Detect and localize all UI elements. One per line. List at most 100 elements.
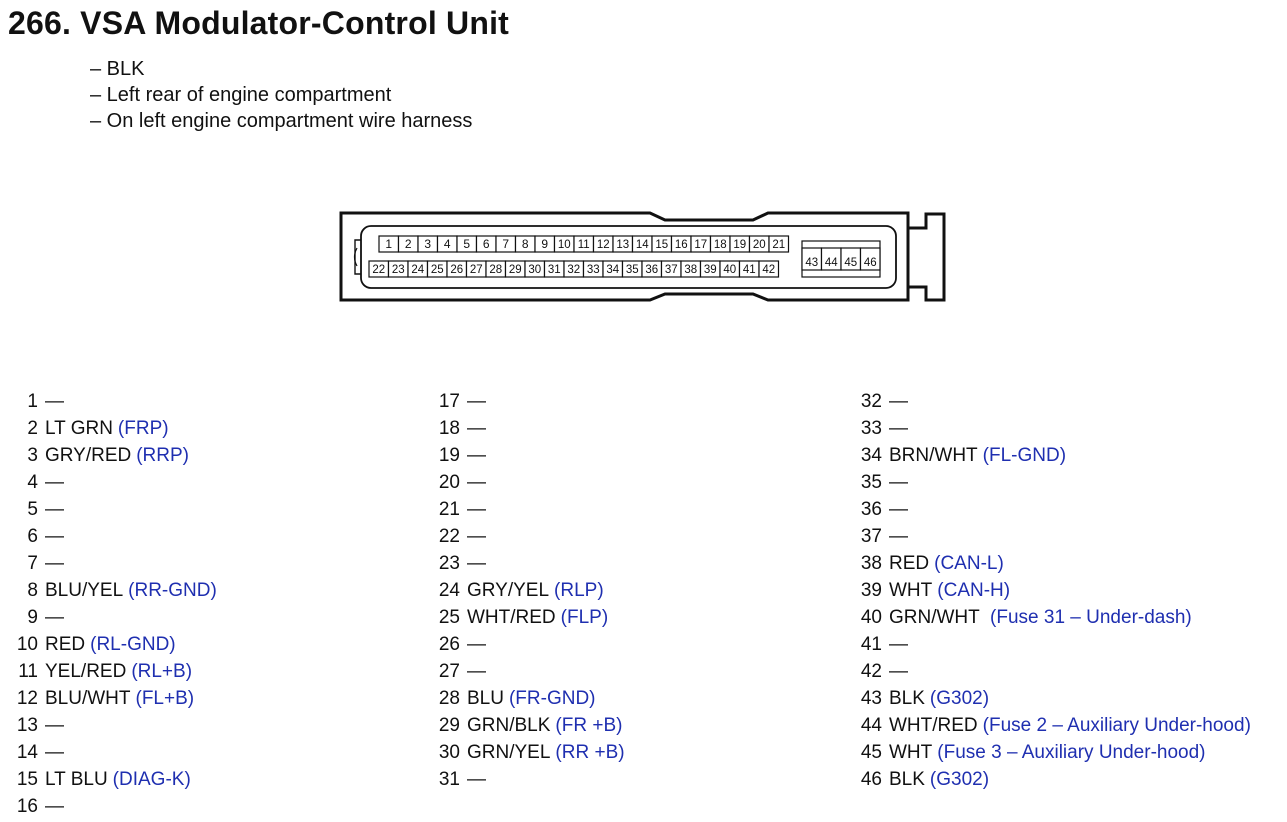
pin-number: 37 <box>860 526 882 547</box>
connector-pin-26: 26 <box>446 260 468 278</box>
detail-color: – BLK <box>90 58 145 80</box>
pin-number: 22 <box>438 526 460 547</box>
pin-number: 11 <box>18 661 38 682</box>
wire-color: BLK <box>889 688 925 709</box>
svg-text:19: 19 <box>733 239 746 251</box>
connector-pin-8: 8 <box>514 235 536 253</box>
svg-text:23: 23 <box>392 264 405 276</box>
circuit-name: (G302) <box>929 688 990 709</box>
pin-row-23: 23— <box>425 550 486 577</box>
pin-row-18: 18— <box>425 415 486 442</box>
connector-pin-32: 32 <box>563 260 585 278</box>
pin-number: 30 <box>438 742 460 763</box>
wire-color: — <box>45 391 64 412</box>
circuit-name: (CAN-L) <box>934 553 1004 574</box>
connector-pin-35: 35 <box>621 260 643 278</box>
connector-housing <box>339 211 910 302</box>
connector-pin-13: 13 <box>612 235 634 253</box>
svg-text:29: 29 <box>509 264 522 276</box>
wire-color: RED <box>45 634 86 655</box>
circuit-name: (RL+B) <box>131 661 193 682</box>
wire-color: — <box>45 742 64 763</box>
connector-pin-43: 43 <box>801 247 823 271</box>
svg-text:5: 5 <box>463 237 470 251</box>
pin-number: 7 <box>27 553 38 574</box>
connector-pin-25: 25 <box>426 260 448 278</box>
pin-row-11: 11 YEL/RED(RL+B) <box>10 658 192 685</box>
pin-number: 23 <box>438 553 460 574</box>
svg-text:45: 45 <box>844 257 857 269</box>
svg-text:24: 24 <box>411 264 424 276</box>
svg-text:20: 20 <box>753 239 766 251</box>
pin-number: 16 <box>16 796 38 817</box>
pin-row-7: 7— <box>10 550 64 577</box>
svg-text:33: 33 <box>587 264 600 276</box>
pin-row-20: 20— <box>425 469 486 496</box>
svg-text:17: 17 <box>694 239 707 251</box>
pin-number: 29 <box>438 715 460 736</box>
pin-row-4: 4— <box>10 469 64 496</box>
pin-number: 31 <box>438 769 460 790</box>
wire-color: GRN/BLK <box>467 715 551 736</box>
connector-details: – BLK – Left rear of engine compartment … <box>90 56 472 134</box>
wire-color: — <box>467 526 486 547</box>
pin-number: 18 <box>438 418 460 439</box>
pin-number: 36 <box>860 499 882 520</box>
pin-number: 4 <box>27 472 38 493</box>
circuit-name: (RRP) <box>136 445 190 466</box>
wire-color: YEL/RED <box>45 661 127 682</box>
wire-color: — <box>889 526 908 547</box>
circuit-name: (DIAG-K) <box>112 769 191 790</box>
pin-row-19: 19— <box>425 442 486 469</box>
circuit-name: (FRP) <box>117 418 169 439</box>
pin-row-22: 22 — <box>425 523 486 550</box>
svg-text:3: 3 <box>424 237 431 251</box>
pin-row-5: 5— <box>10 496 64 523</box>
connector-latch <box>908 212 946 302</box>
pin-number: 27 <box>438 661 460 682</box>
svg-text:27: 27 <box>470 264 483 276</box>
connector-pin-6: 6 <box>475 235 497 253</box>
pin-number: 38 <box>860 553 882 574</box>
svg-text:42: 42 <box>762 264 775 276</box>
wire-color: — <box>889 418 908 439</box>
connector-pin-33: 33 <box>582 260 604 278</box>
svg-text:31: 31 <box>548 264 561 276</box>
connector-pin-9: 9 <box>534 235 556 253</box>
connector-pin-18: 18 <box>709 235 731 253</box>
circuit-name: (Fuse 2 – Auxiliary Under-hood) <box>982 715 1251 736</box>
connector-pin-45: 45 <box>840 247 862 271</box>
circuit-name: (FL-GND) <box>982 445 1067 466</box>
wire-color: BLU/YEL <box>45 580 124 601</box>
pin-row-13: 13— <box>10 712 64 739</box>
svg-text:26: 26 <box>450 264 463 276</box>
connector-pin-38: 38 <box>680 260 702 278</box>
svg-text:41: 41 <box>743 264 756 276</box>
svg-text:43: 43 <box>805 257 818 269</box>
connector-pin-20: 20 <box>748 235 770 253</box>
svg-text:36: 36 <box>645 264 658 276</box>
pin-number: 8 <box>27 580 38 601</box>
pin-number: 46 <box>860 769 882 790</box>
wire-color: GRN/WHT <box>889 607 980 628</box>
svg-text:11: 11 <box>578 239 590 251</box>
connector-pin-29: 29 <box>504 260 526 278</box>
pin-number: 17 <box>438 391 460 412</box>
connector-pin-24: 24 <box>407 260 429 278</box>
page-title: 266. VSA Modulator-Control Unit <box>8 5 510 41</box>
pin-number: 25 <box>438 607 460 628</box>
wire-color: — <box>467 391 486 412</box>
svg-text:35: 35 <box>626 264 639 276</box>
pin-number: 19 <box>438 445 460 466</box>
